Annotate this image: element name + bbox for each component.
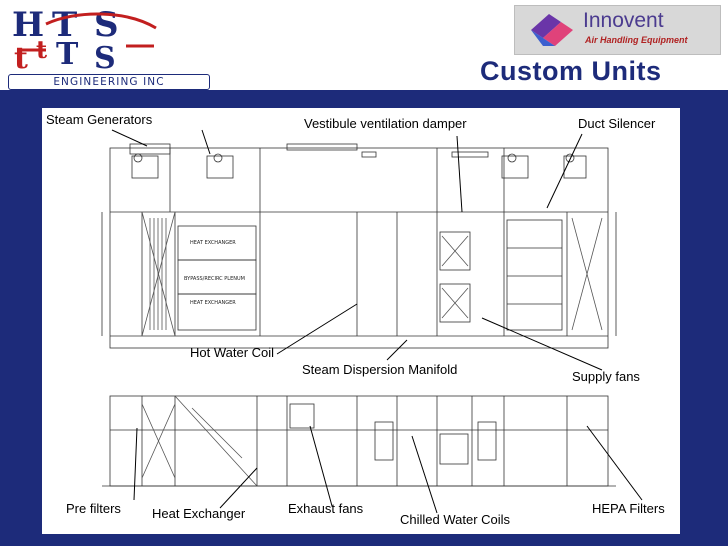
label-exhaust-fans: Exhaust fans (288, 501, 364, 516)
callout-arrows (111, 129, 643, 514)
page-title: Custom Units (480, 56, 662, 86)
drawing-text-bypass-plenum: BYPASS/RECIRC PLENUM (184, 276, 245, 282)
innovent-name: Innovent (583, 9, 664, 32)
upper-elevation: HEAT EXCHANGER BYPASS/RECIRC PLENUM HEAT… (101, 143, 617, 349)
hts-subtitle: ENGINEERING INC (8, 74, 210, 90)
label-vestibule-damper: Vestibule ventilation damper (304, 116, 467, 131)
header-divider (0, 90, 728, 93)
label-steam-dispersion-manifold: Steam Dispersion Manifold (302, 362, 458, 377)
diagram-panel: HEAT EXCHANGER BYPASS/RECIRC PLENUM HEAT… (42, 108, 680, 534)
innovent-mark-icon (531, 14, 573, 46)
ahu-drawing: HEAT EXCHANGER BYPASS/RECIRC PLENUM HEAT… (101, 129, 643, 514)
label-hepa-filters: HEPA Filters (592, 501, 665, 516)
innovent-logo: Innovent Air Handling Equipment (514, 5, 721, 55)
innovent-tagline: Air Handling Equipment (585, 35, 688, 45)
drawing-text-heat-exchanger-lower: HEAT EXCHANGER (190, 300, 236, 306)
svg-text:T: T (56, 37, 79, 72)
label-heat-exchanger: Heat Exchanger (152, 506, 246, 521)
svg-text:H: H (12, 6, 44, 45)
label-chilled-water-coils: Chilled Water Coils (400, 512, 511, 527)
label-supply-fans: Supply fans (572, 369, 640, 384)
svg-text:S: S (94, 41, 116, 76)
lower-plan (102, 395, 616, 487)
svg-text:T: T (52, 6, 77, 45)
label-hot-water-coil: Hot Water Coil (190, 345, 275, 360)
label-pre-filters: Pre filters (66, 501, 121, 516)
label-duct-silencer: Duct Silencer (578, 116, 656, 131)
hts-logo: H T S T S t t (12, 6, 157, 76)
svg-text:S: S (94, 6, 119, 45)
header: H T S T S t t ENGINEERING INC Innovent A… (0, 0, 728, 93)
svg-text:t: t (14, 41, 28, 76)
label-steam-generators: Steam Generators (46, 112, 153, 127)
drawing-text-heat-exchanger-upper: HEAT EXCHANGER (190, 240, 236, 246)
